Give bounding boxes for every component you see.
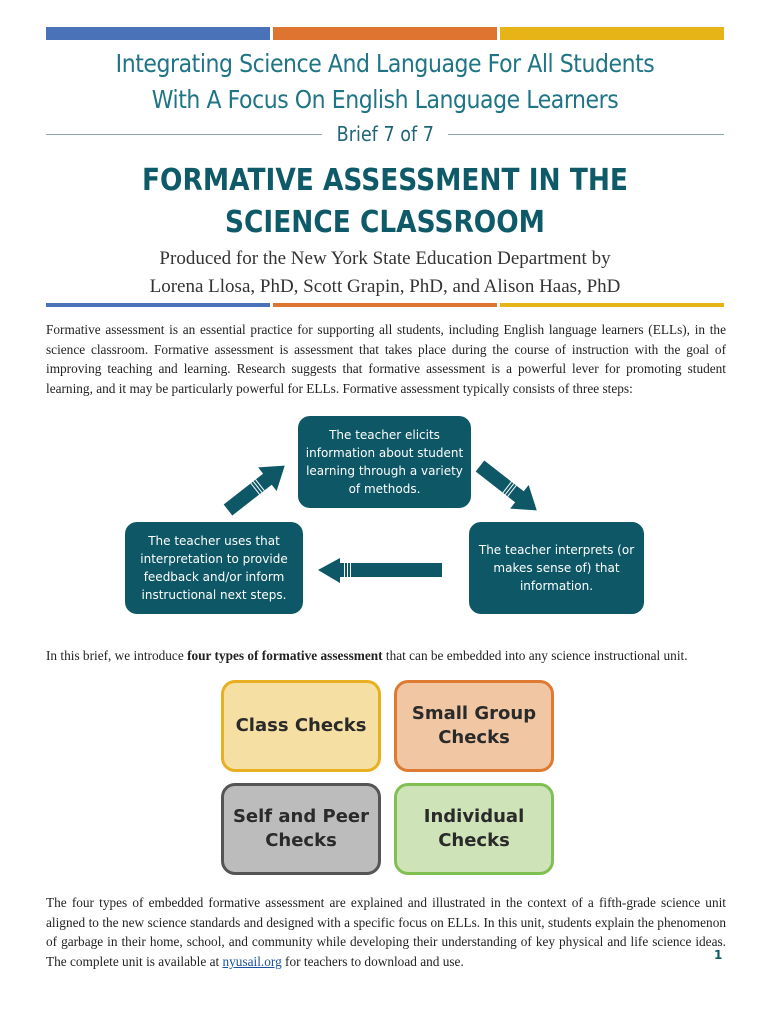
series-title-line: With A Focus On English Language Learner… [151, 85, 619, 114]
type-class-checks: Class Checks [221, 680, 381, 772]
arrow-left-icon [318, 558, 442, 583]
type-self-peer-checks: Self and Peer Checks [221, 783, 381, 875]
divider [448, 133, 724, 135]
series-title: Integrating Science And Language For All… [46, 46, 724, 118]
color-bar-orange [273, 27, 497, 40]
byline-line: Lorena Llosa, PhD, Scott Grapin, PhD, an… [149, 276, 621, 297]
nyusail-link[interactable]: nyusail.org [222, 953, 282, 969]
type-small-group-checks: Small Group Checks [394, 680, 554, 772]
text: that can be embedded into any science in… [382, 648, 688, 663]
intro-paragraph: Formative assessment is an essential pra… [46, 322, 726, 396]
cycle-step-use: The teacher uses that interpretation to … [125, 522, 303, 614]
text: for teachers to download and use. [281, 953, 464, 969]
brief-number: Brief 7 of 7 [336, 122, 434, 146]
emphasis: four types of formative assessment [187, 648, 383, 663]
color-bar-yellow [500, 27, 724, 40]
types-intro: In this brief, we introduce four types o… [46, 646, 726, 666]
byline: Produced for the New York State Educatio… [0, 245, 770, 301]
divider [46, 133, 322, 135]
byline-line: Produced for the New York State Educatio… [159, 248, 611, 269]
cycle-step-interpret: The teacher interprets (or makes sense o… [469, 522, 644, 614]
title-line: FORMATIVE ASSESSMENT IN THE [142, 163, 628, 198]
type-individual-checks: Individual Checks [394, 783, 554, 875]
title-line: SCIENCE CLASSROOM [225, 205, 545, 240]
color-bar-blue [46, 27, 270, 40]
page-number: 1 [714, 948, 723, 962]
color-bar-yellow [500, 303, 724, 307]
page-title: FORMATIVE ASSESSMENT IN THE SCIENCE CLAS… [46, 160, 724, 244]
series-title-line: Integrating Science And Language For All… [115, 49, 655, 78]
cycle-step-elicit: The teacher elicits information about st… [298, 416, 471, 508]
arrow-up-right-icon [223, 465, 285, 516]
arrow-down-right-icon [475, 460, 537, 511]
color-bar-blue [46, 303, 270, 307]
text: The four types of embedded formative ass… [46, 895, 726, 969]
text: In this brief, we introduce [46, 648, 188, 663]
color-bar-orange [273, 303, 497, 307]
brief-label: Brief 7 of 7 [46, 122, 724, 146]
closing-paragraph: The four types of embedded formative ass… [46, 893, 726, 971]
